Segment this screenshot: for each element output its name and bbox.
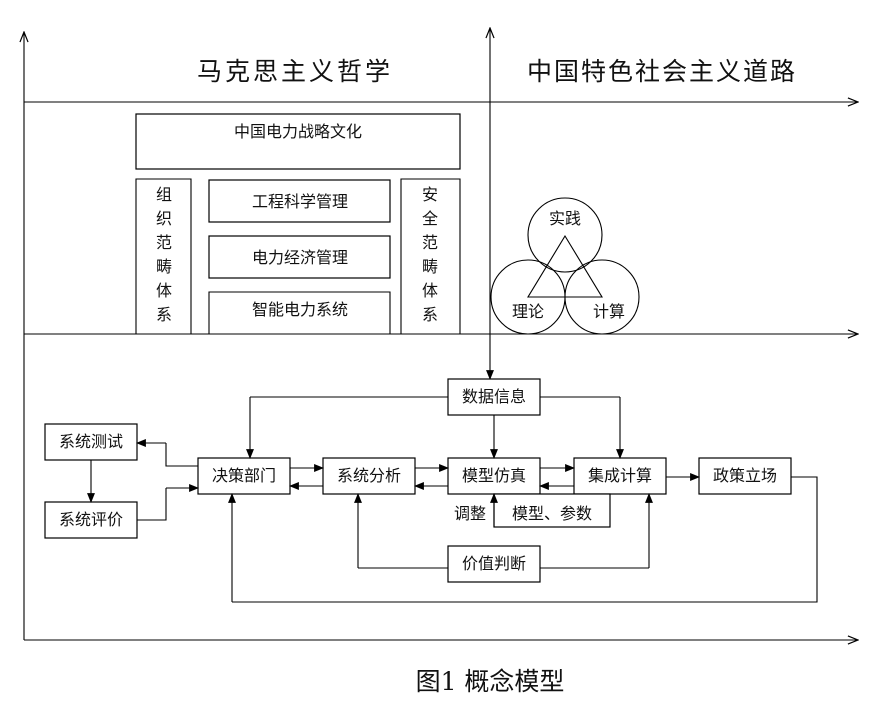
economic-management-box (208, 235, 391, 279)
left-title: 马克思主义哲学 (197, 57, 393, 86)
computation-label: 计算 (593, 302, 625, 321)
integration-box (573, 457, 667, 495)
triad-triangle (527, 234, 603, 298)
system-test-label: 系统测试 (59, 432, 123, 451)
policy-label: 政策立场 (713, 466, 777, 485)
analysis-label: 系统分析 (337, 466, 401, 485)
figure-caption: 图1 概念模型 (416, 667, 565, 696)
adjust-label: 调整 (454, 504, 486, 523)
engineering-management-box (208, 179, 391, 223)
decision-to-test-line (165, 443, 198, 467)
right-column-label: 安全范畴体系 (422, 185, 438, 324)
modeling-box (447, 457, 541, 495)
value-judgment-label: 价值判断 (462, 554, 526, 573)
modeling-label: 模型仿真 (462, 466, 526, 485)
axes (24, 28, 858, 640)
params-label: 模型、参数 (512, 504, 592, 523)
left-column-label: 组织范畴体系 (156, 185, 172, 324)
culture-block: 中国电力战略文化 组织范畴体系 安全范畴体系 工程科学管理 电力经济管理 智能电… (135, 113, 461, 334)
smart-power-label: 智能电力系统 (252, 300, 348, 319)
right-title: 中国特色社会主义道路 (527, 57, 797, 86)
strategy-culture-box (135, 113, 461, 170)
smart-power-box (208, 291, 391, 334)
strategy-culture-label: 中国电力战略文化 (234, 122, 362, 141)
policy-feedback-line (232, 476, 818, 603)
decision-box (197, 457, 291, 495)
system-eval-label: 系统评价 (59, 510, 123, 529)
economic-management-label: 电力经济管理 (252, 248, 348, 267)
data-info-label: 数据信息 (462, 387, 526, 406)
theory-label: 理论 (512, 302, 544, 321)
triad: 实践 理论 计算 (490, 197, 640, 335)
value-judgment-box (447, 545, 541, 583)
analysis-box (322, 457, 416, 495)
engineering-management-label: 工程科学管理 (252, 192, 348, 211)
flow-boxes: 数据信息 决策部门 系统分析 模型仿真 集成计算 政策立场 系统测试 系统评价 … (44, 378, 792, 583)
decision-label: 决策部门 (212, 466, 276, 485)
practice-label: 实践 (549, 209, 581, 228)
flow-arrows (87, 396, 818, 603)
integration-label: 集成计算 (588, 466, 652, 485)
right-column-box (400, 178, 461, 334)
practice-circle (527, 197, 603, 273)
params-box (493, 493, 611, 528)
left-column-box (135, 178, 192, 334)
policy-box (698, 457, 792, 495)
eval-to-decision-line (137, 488, 167, 521)
